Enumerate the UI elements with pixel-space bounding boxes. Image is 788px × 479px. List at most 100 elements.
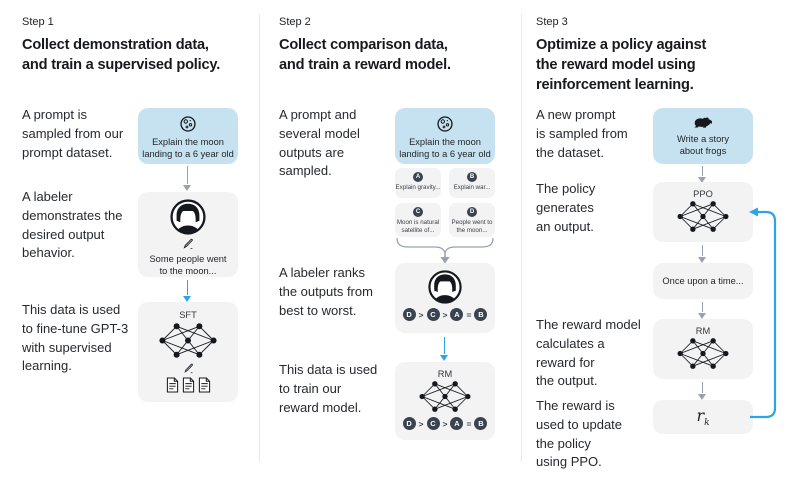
sample-text: Explain war... bbox=[454, 184, 491, 192]
rank-separator: > bbox=[418, 418, 424, 429]
text-line: to the moon... bbox=[159, 266, 217, 277]
text-line: sampled from our bbox=[22, 125, 124, 141]
text-line: generates bbox=[536, 199, 594, 215]
rank-badge: B bbox=[474, 417, 488, 430]
step3-reward-box: rk bbox=[653, 400, 753, 434]
heading-line: and train a supervised policy. bbox=[22, 57, 221, 73]
moon-icon bbox=[179, 115, 197, 133]
text-line: desired output bbox=[22, 226, 105, 242]
text-line: People went to bbox=[451, 219, 493, 226]
text-line: prompt dataset. bbox=[22, 144, 113, 160]
network-icon bbox=[158, 322, 218, 359]
model-label: RM bbox=[695, 326, 711, 336]
rank-badge: C bbox=[426, 308, 440, 321]
text-line: Some people went bbox=[149, 254, 227, 264]
network-icon bbox=[676, 337, 730, 370]
step2-label: Step 2 bbox=[279, 16, 311, 28]
text-line: demonstrates the bbox=[22, 207, 123, 223]
heading-line: reinforcement learning. bbox=[536, 77, 694, 93]
text-line: the outputs from bbox=[279, 283, 373, 299]
text-line: A prompt is bbox=[22, 107, 88, 122]
text-line: Moon is natural bbox=[396, 219, 440, 226]
ranking-row: D > C > A = B bbox=[402, 308, 488, 321]
step1-paragraph-labeler: A labeler demonstrates the desired outpu… bbox=[22, 188, 122, 263]
pencil-icon bbox=[182, 238, 194, 250]
arrow-down-blue bbox=[439, 337, 448, 361]
rank-badge: D bbox=[402, 308, 416, 321]
step1-heading: Collect demonstration data, and train a … bbox=[22, 35, 220, 75]
sample-text: Explain gravity... bbox=[396, 184, 441, 192]
text-line: with supervised bbox=[22, 339, 112, 355]
sample-output-a: A Explain gravity... bbox=[395, 168, 441, 198]
sample-badge: C bbox=[413, 207, 423, 217]
text-line: about frogs bbox=[679, 146, 727, 157]
arrow-down-gray bbox=[697, 166, 706, 183]
text-line: sampled. bbox=[279, 163, 332, 179]
model-label: PPO bbox=[693, 189, 713, 199]
text-line: to train our bbox=[279, 380, 342, 396]
text-line: behavior. bbox=[22, 245, 75, 261]
heading-line: and train a reward model. bbox=[279, 57, 451, 73]
step1-labeler-box: Some people went to the moon... bbox=[138, 192, 238, 277]
step1-label: Step 1 bbox=[22, 16, 54, 28]
text-line: the output. bbox=[536, 373, 598, 389]
sample-badge: A bbox=[413, 172, 423, 182]
text-line: using PPO. bbox=[536, 454, 602, 470]
step1-paragraph-finetune: This data is used to fine-tune GPT-3 wit… bbox=[22, 301, 128, 376]
heading-line: Collect demonstration data, bbox=[22, 37, 209, 53]
sample-output-c: C Moon is natural satellite of... bbox=[395, 203, 441, 237]
step3-rm-box: RM bbox=[653, 319, 753, 379]
network-icon bbox=[676, 200, 730, 233]
text-line: is sampled from bbox=[536, 125, 628, 141]
step2-paragraph-prompt: A prompt and several model outputs are s… bbox=[279, 106, 360, 181]
heading-line: Collect comparison data, bbox=[279, 37, 448, 53]
text-line: to fine-tune GPT-3 bbox=[22, 320, 129, 336]
text-line: This data is used bbox=[279, 362, 378, 377]
text-line: landing to a 6 year old bbox=[399, 149, 491, 160]
step1-paragraph-prompt: A prompt is sampled from our prompt data… bbox=[22, 106, 123, 162]
step3-heading: Optimize a policy against the reward mod… bbox=[536, 35, 706, 95]
text-line: the moon... bbox=[456, 226, 488, 234]
rank-badge: C bbox=[426, 417, 440, 430]
labeler-avatar-icon bbox=[427, 269, 463, 305]
reward-subscript: k bbox=[704, 418, 710, 429]
text-line: Write a story bbox=[676, 134, 729, 144]
text-line: an output. bbox=[536, 218, 594, 234]
rank-separator: > bbox=[442, 309, 448, 320]
pencil-icon bbox=[183, 363, 194, 374]
text-line: reward model. bbox=[279, 399, 362, 415]
arrow-down-gray bbox=[697, 245, 706, 263]
sample-badge: B bbox=[467, 172, 477, 182]
sample-output-d: D People went to the moon... bbox=[449, 203, 495, 237]
text-line: This data is used bbox=[22, 302, 121, 317]
step1-prompt-box: Explain the moon landing to a 6 year old bbox=[138, 108, 238, 164]
prompt-box-text: Explain the moon landing to a 6 year old bbox=[399, 136, 491, 160]
sample-text: People went to the moon... bbox=[452, 219, 493, 234]
model-label: SFT bbox=[179, 310, 197, 320]
text-line: A labeler bbox=[22, 189, 73, 204]
ranking-row: D > C > A = B bbox=[402, 417, 488, 430]
heading-line: the reward model using bbox=[536, 57, 696, 73]
step1-sft-box: SFT bbox=[138, 302, 238, 402]
rank-badge: B bbox=[474, 308, 488, 321]
heading-line: Optimize a policy against bbox=[536, 37, 707, 53]
text-line: Explain the moon bbox=[152, 137, 224, 147]
text-line: The reward is bbox=[536, 398, 615, 413]
text-line: learning. bbox=[22, 358, 72, 374]
model-label: RM bbox=[437, 369, 453, 379]
sample-badge: D bbox=[467, 207, 477, 217]
prompt-box-text: Explain the moon landing to a 6 year old bbox=[142, 136, 234, 160]
rank-badge: A bbox=[450, 308, 464, 321]
step3-paragraph-policy: The policy generates an output. bbox=[536, 180, 595, 236]
text-line: several model bbox=[279, 125, 360, 141]
rank-separator: > bbox=[418, 309, 424, 320]
sample-text: Moon is natural satellite of... bbox=[397, 219, 439, 234]
rank-badge: A bbox=[450, 417, 464, 430]
arrow-down-gray bbox=[182, 166, 191, 191]
text-line: The policy bbox=[536, 181, 596, 196]
sample-output-b: B Explain war... bbox=[449, 168, 495, 198]
reward-base: r bbox=[696, 405, 705, 425]
step3-paragraph-prompt: A new prompt is sampled from the dataset… bbox=[536, 106, 628, 162]
text-line: satellite of... bbox=[401, 226, 435, 234]
text-line: Explain gravity... bbox=[395, 184, 441, 191]
